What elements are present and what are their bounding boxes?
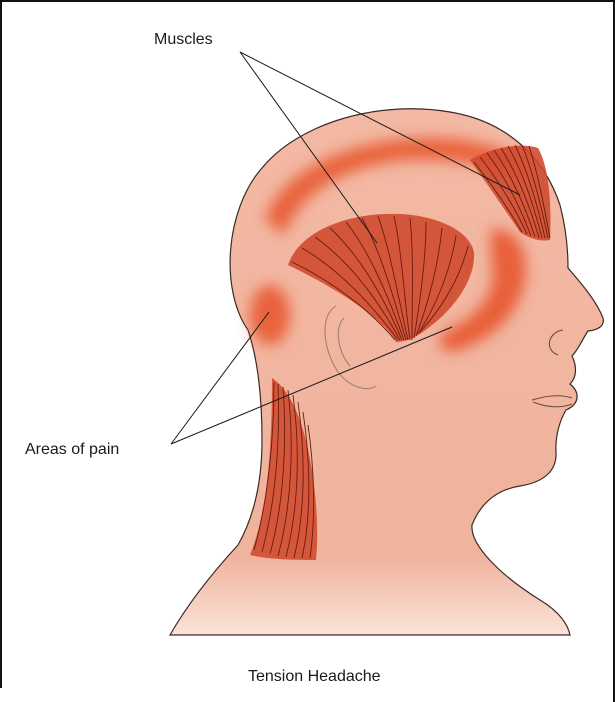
figure-caption: Tension Headache — [248, 668, 381, 686]
frame-gap — [0, 688, 6, 702]
muscles-label: Muscles — [154, 31, 213, 49]
areas-of-pain-label: Areas of pain — [25, 441, 119, 459]
